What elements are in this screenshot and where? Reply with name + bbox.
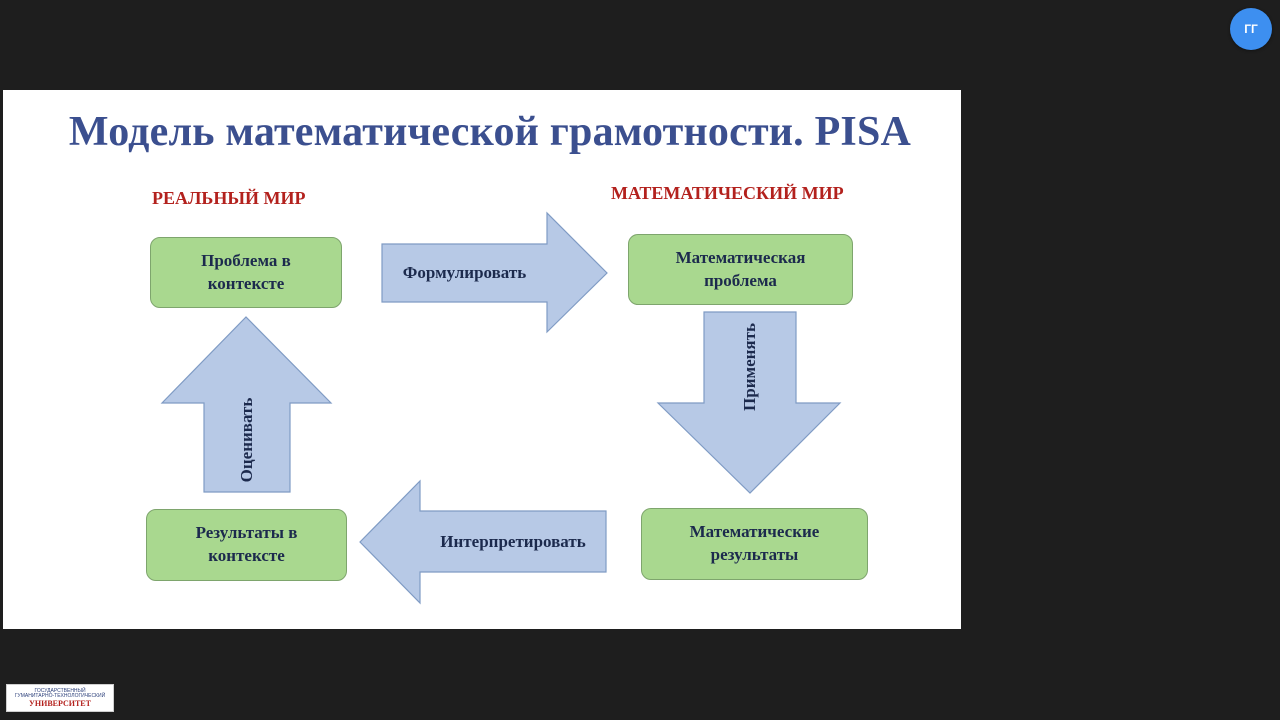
university-logo: ГОСУДАРСТВЕННЫЙ ГУМАНИТАРНО-ТЕХНОЛОГИЧЕС… bbox=[6, 684, 114, 712]
results-in-context-box: Результаты в контексте bbox=[146, 509, 347, 581]
slide-title: Модель математической грамотности. PISA bbox=[68, 109, 912, 155]
evaluate-label: Оценивать bbox=[237, 397, 256, 483]
arrows-layer bbox=[160, 211, 842, 605]
logo-line-3: УНИВЕРСИТЕТ bbox=[29, 698, 91, 708]
math-results-box: Математические результаты bbox=[641, 508, 868, 580]
formulate-arrow bbox=[381, 211, 608, 334]
math-results-text: Математические результаты bbox=[689, 522, 820, 564]
results-in-context-text: Результаты в контексте bbox=[195, 523, 298, 565]
formulate-label: Формулировать bbox=[402, 263, 527, 282]
logo-line-2: ГУМАНИТАРНО-ТЕХНОЛОГИЧЕСКИЙ bbox=[14, 692, 106, 699]
apply-label: Применять bbox=[740, 323, 759, 411]
interpret-label: Интерпретировать bbox=[440, 531, 586, 551]
math-world-label: МАТЕМАТИЧЕСКИЙ МИР bbox=[611, 183, 844, 203]
interpret-arrow bbox=[359, 479, 607, 605]
apply-arrow bbox=[656, 311, 842, 494]
evaluate-arrow bbox=[160, 316, 333, 493]
shared-slide: Модель математической грамотности. PISA … bbox=[3, 90, 961, 629]
participant-avatar[interactable]: ГГ bbox=[1230, 8, 1272, 50]
real-world-label: РЕАЛЬНЫЙ МИР bbox=[152, 188, 306, 208]
logo-line-1: ГОСУДАРСТВЕННЫЙ bbox=[34, 687, 86, 694]
problem-in-context-box: Проблема в контексте bbox=[150, 237, 342, 308]
problem-in-context-text: Проблема в контексте bbox=[201, 250, 291, 293]
math-problem-text: Математическая проблема bbox=[675, 247, 806, 290]
math-problem-box: Математическая проблема bbox=[628, 234, 853, 305]
